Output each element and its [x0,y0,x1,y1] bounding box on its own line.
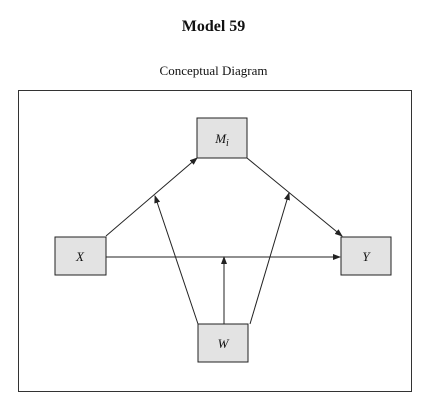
edge-x-to-m [105,157,198,237]
edge-m-to-y [246,157,343,237]
node-x: X [54,236,107,276]
node-w-label: W [218,336,230,351]
diagram-frame [18,90,412,392]
svg-text:Mi: Mi [214,131,229,149]
edge-w-to-my-path [249,192,290,325]
node-w: W [197,323,249,363]
node-m-label: M [214,131,227,146]
node-m-subscript: i [226,138,229,149]
node-y: Y [340,236,392,276]
node-x-label: X [75,249,85,264]
diagram-title: Model 59 [181,18,246,35]
node-m: Mi [196,117,248,159]
node-y-label: Y [362,249,371,264]
diagram-subtitle: Conceptual Diagram [159,63,268,78]
edge-w-to-xm-path [154,195,199,325]
